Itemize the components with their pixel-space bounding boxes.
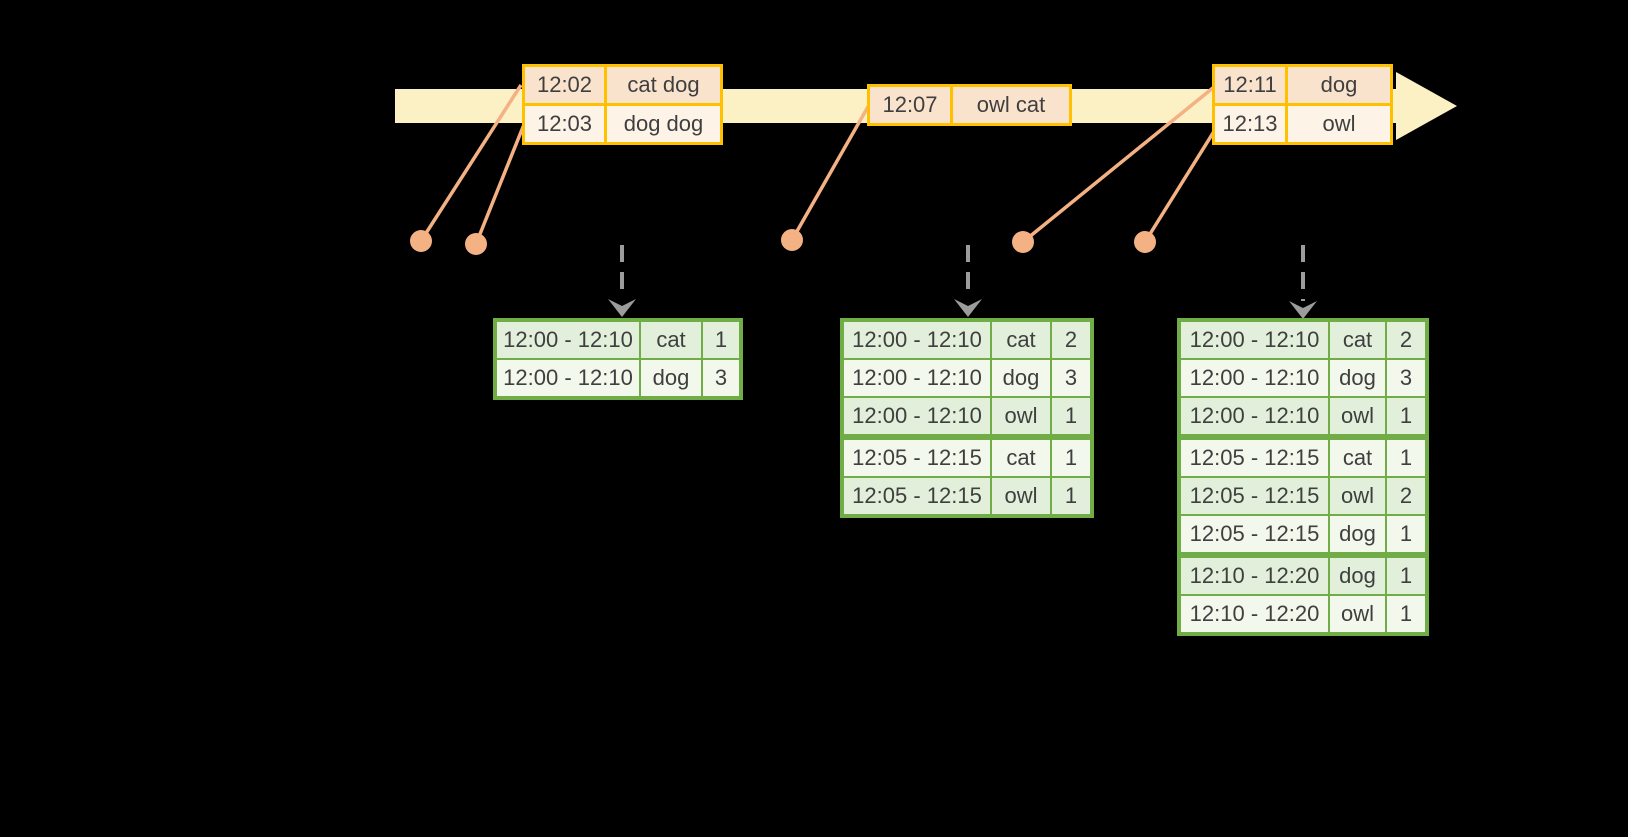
result-window-cell: 12:10 - 12:20 <box>1181 558 1328 594</box>
timeline-arrowhead-icon <box>1396 72 1457 140</box>
result-count-cell: 1 <box>1052 398 1090 434</box>
result-word-cell: owl <box>992 478 1050 514</box>
event-dot <box>1134 231 1156 253</box>
result-count-cell: 1 <box>1387 516 1425 552</box>
result-word-cell: dog <box>1330 360 1385 396</box>
result-word-cell: owl <box>1330 398 1385 434</box>
result-window-cell: 12:00 - 12:10 <box>497 322 639 358</box>
result-word-cell: cat <box>992 322 1050 358</box>
result-count-cell: 1 <box>1387 558 1425 594</box>
event-time-cell: 12:11 <box>1215 67 1285 103</box>
connector-line <box>1143 124 1220 243</box>
result-count-cell: 3 <box>703 360 739 396</box>
event-time-cell: 12:03 <box>525 106 604 142</box>
result-count-cell: 3 <box>1052 360 1090 396</box>
result-count-cell: 1 <box>1387 398 1425 434</box>
result-window-cell: 12:05 - 12:15 <box>1181 478 1328 514</box>
result-count-cell: 3 <box>1387 360 1425 396</box>
result-window-cell: 12:00 - 12:10 <box>497 360 639 396</box>
event-time-cell: 12:13 <box>1215 106 1285 142</box>
result-word-cell: dog <box>1330 558 1385 594</box>
trigger-arrowhead-icon <box>1289 301 1317 319</box>
result-word-cell: cat <box>992 440 1050 476</box>
trigger-arrowhead-icon <box>954 299 982 317</box>
result-count-cell: 1 <box>703 322 739 358</box>
result-word-cell: cat <box>1330 440 1385 476</box>
event-dot <box>410 230 432 252</box>
result-window-cell: 12:05 - 12:15 <box>844 440 990 476</box>
event-dot <box>781 229 803 251</box>
event-words-cell: cat dog <box>607 67 720 103</box>
result-word-cell: cat <box>1330 322 1385 358</box>
event-words-cell: dog <box>1288 67 1390 103</box>
event-words-cell: owl <box>1288 106 1390 142</box>
connector-line <box>419 84 523 242</box>
result-word-cell: dog <box>641 360 701 396</box>
result-count-cell: 1 <box>1387 440 1425 476</box>
result-window-cell: 12:10 - 12:20 <box>1181 596 1328 632</box>
event-time-cell: 12:07 <box>870 87 950 123</box>
result-window-cell: 12:05 - 12:15 <box>1181 516 1328 552</box>
trigger-arrowhead-icon <box>608 299 636 317</box>
connector-line <box>790 104 871 241</box>
result-window-cell: 12:00 - 12:10 <box>1181 360 1328 396</box>
result-word-cell: owl <box>1330 596 1385 632</box>
result-window-cell: 12:00 - 12:10 <box>844 398 990 434</box>
result-word-cell: owl <box>992 398 1050 434</box>
result-count-cell: 1 <box>1052 440 1090 476</box>
event-words-cell: dog dog <box>607 106 720 142</box>
event-dot <box>1012 231 1034 253</box>
result-window-cell: 12:00 - 12:10 <box>1181 398 1328 434</box>
result-count-cell: 2 <box>1387 478 1425 514</box>
result-word-cell: dog <box>992 360 1050 396</box>
result-count-cell: 2 <box>1387 322 1425 358</box>
result-word-cell: owl <box>1330 478 1385 514</box>
event-time-cell: 12:02 <box>525 67 604 103</box>
result-count-cell: 2 <box>1052 322 1090 358</box>
result-window-cell: 12:00 - 12:10 <box>844 360 990 396</box>
result-window-cell: 12:05 - 12:15 <box>844 478 990 514</box>
result-word-cell: cat <box>641 322 701 358</box>
result-count-cell: 1 <box>1387 596 1425 632</box>
result-count-cell: 1 <box>1052 478 1090 514</box>
connector-line <box>1021 85 1216 244</box>
result-word-cell: dog <box>1330 516 1385 552</box>
connector-line <box>474 121 527 245</box>
result-window-cell: 12:00 - 12:10 <box>844 322 990 358</box>
event-words-cell: owl cat <box>953 87 1069 123</box>
event-dot <box>465 233 487 255</box>
result-window-cell: 12:00 - 12:10 <box>1181 322 1328 358</box>
result-window-cell: 12:05 - 12:15 <box>1181 440 1328 476</box>
